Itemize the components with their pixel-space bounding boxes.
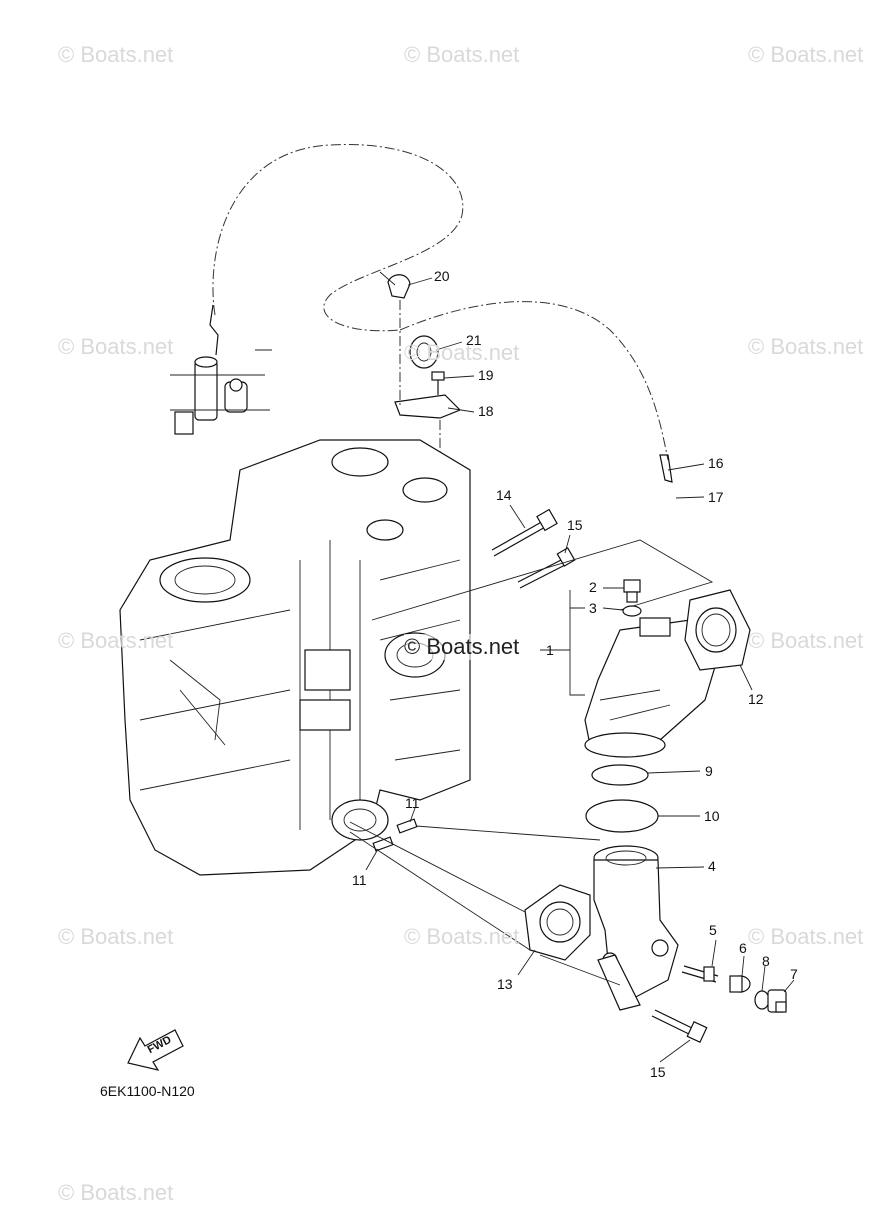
bolt-15-lower [651, 1009, 708, 1044]
bolt-14 [491, 508, 558, 557]
dowel-11-lower [372, 836, 394, 852]
watermark: © Boats.net [58, 42, 174, 67]
plug-7 [767, 989, 787, 1013]
o-ring-9 [591, 764, 649, 786]
dowel-11-upper [396, 818, 418, 834]
hose-route-lower [399, 301, 669, 461]
bolt-19 [431, 371, 445, 395]
callout-18[interactable]: 18 [478, 403, 494, 419]
callout-1[interactable]: 1 [546, 642, 554, 658]
watermark: © Boats.net [404, 42, 520, 67]
cylinder-block [119, 439, 471, 876]
leader-frame [371, 539, 714, 621]
part-4-pipe [593, 845, 679, 1011]
callout-21[interactable]: 21 [466, 332, 482, 348]
gasket-13 [524, 884, 591, 961]
callout-20[interactable]: 20 [434, 268, 450, 284]
callout-8[interactable]: 8 [762, 953, 770, 969]
callout-5[interactable]: 5 [709, 922, 717, 938]
diagram-code: 6EK1100-N120 [100, 1083, 195, 1099]
grommet-21 [409, 335, 439, 369]
watermark: © Boats.net [404, 924, 520, 949]
callout-11-lower[interactable]: 11 [352, 872, 367, 888]
callout-9[interactable]: 9 [705, 763, 713, 779]
hose-16 [659, 454, 673, 483]
o-ring-3 [622, 605, 642, 617]
watermark: © Boats.net [748, 42, 864, 67]
callout-16[interactable]: 16 [708, 455, 724, 471]
callout-15-lower[interactable]: 15 [650, 1064, 666, 1080]
watermark: © Boats.net [404, 340, 520, 365]
callout-15[interactable]: 15 [567, 517, 583, 533]
clip-20 [379, 271, 411, 299]
fwd-arrow-icon [127, 1029, 184, 1071]
watermark: © Boats.net [58, 334, 174, 359]
bolt-5 [681, 965, 719, 983]
o-ring-10 [585, 799, 659, 833]
callout-17[interactable]: 17 [708, 489, 724, 505]
hose-route-upper [212, 144, 464, 332]
part-1-housing [584, 617, 721, 758]
watermark: © Boats.net [58, 628, 174, 653]
collar-6 [729, 975, 751, 993]
callout-11-upper[interactable]: 11 [405, 795, 420, 811]
callout-7[interactable]: 7 [790, 966, 798, 982]
watermark: © Boats.net [748, 628, 864, 653]
bolt-15-upper [517, 547, 576, 589]
washer-8 [754, 990, 770, 1010]
callout-14[interactable]: 14 [496, 487, 512, 503]
gasket-12 [684, 589, 751, 671]
watermark: © Boats.net [748, 334, 864, 359]
callout-10[interactable]: 10 [704, 808, 720, 824]
callout-6[interactable]: 6 [739, 940, 747, 956]
inset-fitting [170, 349, 272, 435]
plug-2 [623, 579, 641, 603]
callout-2[interactable]: 2 [589, 579, 597, 595]
center-watermark: © Boats.net [404, 634, 520, 660]
callout-13[interactable]: 13 [497, 976, 513, 992]
callout-3[interactable]: 3 [589, 600, 597, 616]
hose-end-left [209, 304, 219, 356]
watermark: © Boats.net [748, 924, 864, 949]
callout-leaders [365, 277, 795, 1063]
dowel-leaders [349, 821, 601, 951]
callout-4[interactable]: 4 [708, 858, 716, 874]
callout-12[interactable]: 12 [748, 691, 764, 707]
callout-19[interactable]: 19 [478, 367, 494, 383]
watermark: © Boats.net [58, 924, 174, 949]
watermark: © Boats.net [58, 1180, 174, 1205]
